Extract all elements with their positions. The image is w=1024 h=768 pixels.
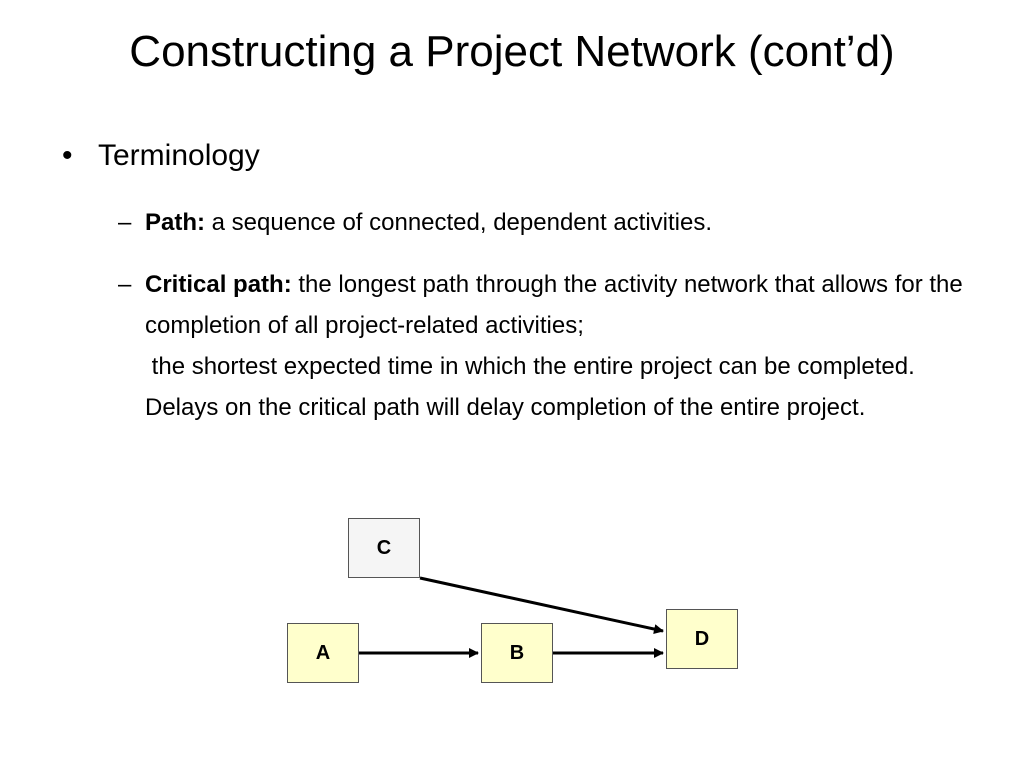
bullet-text: Terminology (98, 139, 260, 172)
slide-title: Constructing a Project Network (cont’d) (129, 27, 895, 76)
sub-item-text: Path: a sequence of connected, dependent… (145, 202, 968, 243)
definition-paragraph: Critical path: the longest path through … (145, 264, 968, 346)
edge-c-to-d (419, 576, 664, 634)
term-path: Path: (145, 209, 205, 236)
bullet-terminology: • Terminology (62, 138, 260, 174)
sub-item-path: – Path: a sequence of connected, depende… (118, 202, 968, 243)
activity-node-b: B (481, 623, 553, 683)
dash-symbol: – (118, 271, 132, 298)
definition-path: a sequence of connected, dependent activ… (205, 209, 713, 236)
bullet-symbol: • (62, 139, 73, 172)
sub-item-text: Critical path: the longest path through … (145, 264, 968, 428)
activity-node-d: D (666, 609, 738, 669)
sub-item-critical-path: – Critical path: the longest path throug… (118, 264, 968, 428)
dash-symbol: – (118, 209, 132, 236)
activity-node-a: A (287, 623, 359, 683)
activity-node-c: C (348, 518, 420, 578)
definition-critical-path: the longest path through the activity ne… (145, 271, 963, 339)
term-critical-path: Critical path: (145, 271, 292, 298)
definition-continuation: the shortest expected time in which the … (145, 353, 922, 421)
